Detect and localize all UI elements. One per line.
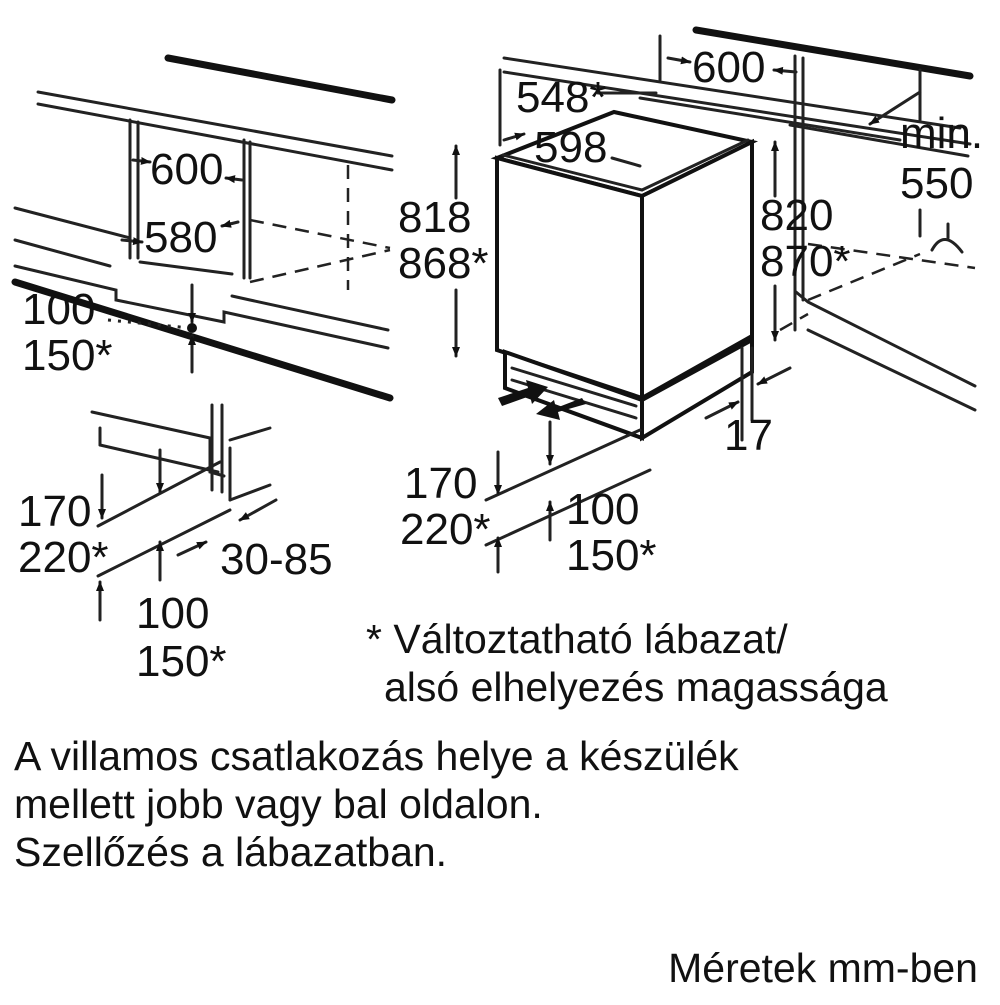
detail-30-85-arrow-right (238, 498, 278, 522)
detail-30-85-arrow-left (176, 540, 208, 557)
worktop-line-4 (788, 123, 970, 158)
detail-cabinet-bottom (228, 483, 272, 502)
niche-depth-dash (249, 218, 391, 250)
detail-100-label: 100 (136, 589, 209, 638)
vent-inflow-arrow (498, 380, 548, 406)
vent-floor-line-1 (484, 428, 642, 502)
door-top-edge (501, 138, 750, 192)
vent-170-label: 170 (404, 459, 477, 508)
detail-150-label: 150* (136, 637, 227, 686)
vent-floor-line-2 (484, 468, 652, 547)
min-550-arrow (868, 90, 922, 126)
gap-17-label: 17 (724, 411, 773, 460)
niche-drawing-top: 600 580 100 150* (11, 54, 396, 402)
dim-600-top-arrow-right (772, 66, 798, 75)
dim-600-arrow-right (224, 175, 244, 184)
dim-580-arrow-left (120, 237, 144, 246)
worktop-line-3 (638, 96, 902, 142)
worktop-edge-line (164, 54, 396, 104)
worktop-bottom-line (36, 102, 394, 172)
gap-arrow-left (704, 400, 740, 420)
detail-top-line (90, 410, 226, 478)
floor-right-line (794, 290, 977, 388)
height-868-label: 868* (398, 239, 489, 288)
footnote-line-2: alsó elhelyezés magassága (384, 664, 888, 710)
wall-curve-symbol (930, 238, 964, 254)
plinth-top-line (230, 294, 390, 332)
plinth-detail-drawing: 170 220* 30-85 100 150* (18, 403, 333, 686)
min-550-label: 550 (900, 159, 973, 208)
appliance-drawing: 600 548* 598 818 868* 820 870* min. 550 … (398, 26, 983, 580)
worktop-front-line (36, 90, 394, 158)
dim-600-top-arrow-left (666, 56, 692, 65)
worktop-line-2 (502, 70, 972, 146)
niche-820-label: 820 (760, 191, 833, 240)
floor-line-1 (13, 206, 132, 240)
dim-580-arrow-right (220, 219, 240, 228)
dim-580-label: 580 (144, 213, 217, 262)
plinth-dotted-leader (107, 318, 191, 330)
vent-100-label: 100 (566, 485, 639, 534)
detail-floor-line-2 (96, 508, 232, 578)
dim-100-label-top: 100 (22, 285, 95, 334)
vent-150-label: 150* (566, 531, 657, 580)
info-line-3: Szellőzés a lábazatban. (14, 829, 447, 875)
notes: * Változtatható lábazat/ alsó elhelyezés… (14, 616, 978, 991)
dim-150-label-top: 150* (22, 331, 113, 380)
niche-floor-dash (249, 248, 391, 284)
dim-598-arrow-left (502, 132, 526, 142)
detail-floor-line-1 (96, 460, 222, 528)
footnote-line-1: * Változtatható lábazat/ (366, 616, 788, 662)
plinth-vent-line-1 (510, 366, 638, 408)
detail-220-label: 220* (18, 533, 109, 582)
dim-598-label: 598 (534, 123, 607, 172)
niche-870-label: 870* (760, 237, 851, 286)
detail-170-label: 170 (18, 487, 91, 536)
gap-arrow-right (756, 366, 792, 386)
floor-right-line-2 (806, 328, 977, 412)
floor-bold-line (11, 278, 394, 402)
min-label: min. (900, 109, 983, 158)
niche-back-dash-right (807, 242, 976, 270)
floor-back-dash (807, 252, 921, 302)
dim-580-line (138, 260, 234, 276)
plinth-step-line (13, 264, 390, 350)
niche-back-dash-short (779, 312, 809, 332)
floor-line-2 (13, 238, 112, 268)
dim-600-arrow-left (131, 156, 152, 165)
dim-548-label: 548* (516, 73, 607, 122)
dim-600-top-label: 600 (692, 43, 765, 92)
info-line-1: A villamos csatlakozás helye a készülék (14, 733, 739, 779)
info-line-2: mellett jobb vagy bal oldalon. (14, 781, 543, 827)
height-818-label: 818 (398, 193, 471, 242)
units-note: Méretek mm-ben (668, 945, 978, 991)
plinth-dot-marker (187, 323, 197, 333)
vent-outflow-arrow (536, 398, 586, 420)
detail-30-85-label: 30-85 (220, 535, 333, 584)
dim-600-label: 600 (150, 145, 223, 194)
dim-598-leader (610, 156, 642, 168)
detail-cabinet-line (228, 426, 272, 442)
vent-220-label: 220* (400, 505, 491, 554)
worktop-top-edge (692, 26, 974, 80)
